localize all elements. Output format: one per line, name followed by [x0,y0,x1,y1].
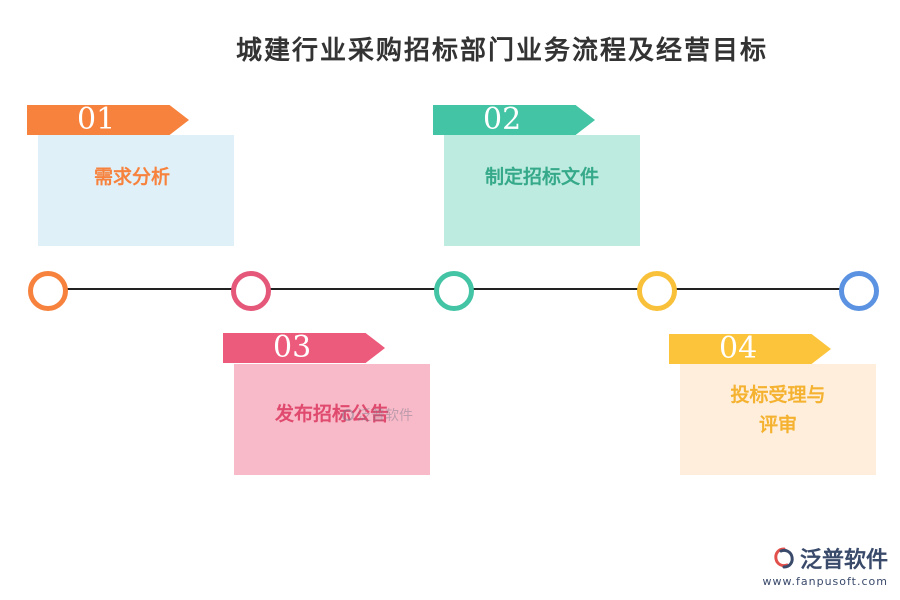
step-01-card: 需求分析 [38,135,234,246]
step-04-label-line2: 评审 [758,413,797,436]
brand-logo: 泛普软件 www.fanpusoft.com [763,542,888,588]
step-01-label: 需求分析 [93,165,170,188]
step-04-label-line1: 投标受理与 [730,383,826,406]
step-03-number: 03 [273,330,312,365]
timeline-node-1 [28,271,68,311]
timeline-node-3 [434,271,474,311]
watermark-logo-icon [342,409,354,421]
step-03-label: 发布招标公告 [274,402,389,425]
page-title: 城建行业采购招标部门业务流程及经营目标 [235,36,768,66]
step-02-banner: 02 [433,105,595,135]
step-02-number: 02 [483,102,522,137]
step-01-banner: 01 [27,105,189,135]
watermark: 泛普软件 [342,405,413,425]
timeline-node-4 [637,271,677,311]
step-02-label: 制定招标文件 [484,165,599,188]
step-04-card: 投标受理与 评审 [680,364,876,475]
brand-name: 泛普软件 [799,548,888,573]
step-04-banner: 04 [669,334,831,364]
step-02-card: 制定招标文件 [444,135,640,246]
step-01-number: 01 [77,102,116,137]
brand-swirl-icon [774,547,794,569]
timeline-node-2 [231,271,271,311]
watermark-text: 泛普软件 [357,408,413,424]
timeline-node-5 [839,271,879,311]
step-03-card: 发布招标公告 [234,364,430,475]
step-04-number: 04 [719,331,758,366]
brand-url: www.fanpusoft.com [762,575,888,588]
step-03-banner: 03 [223,333,385,363]
